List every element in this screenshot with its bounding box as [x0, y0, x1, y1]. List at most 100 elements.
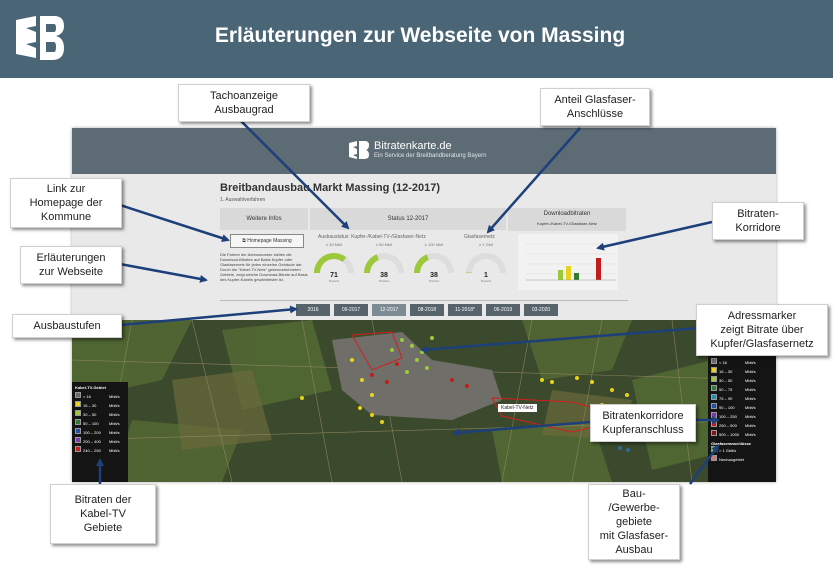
legend-row: 200 – 400 Mbit/s — [72, 437, 128, 446]
legend-swatch — [75, 428, 81, 434]
arrow-homepage — [119, 203, 230, 242]
legend-range: 250 – 500 — [719, 423, 737, 428]
callout-ausbau: Ausbaustufen — [12, 314, 122, 338]
chart-bar — [574, 273, 579, 280]
callout-adress-text: Adressmarker zeigt Bitrate über Kupfer/G… — [710, 310, 814, 350]
slide-title: Erläuterungen zur Webseite von Massing — [214, 24, 626, 47]
legend-unit: Mbit/s — [109, 439, 120, 444]
stage-tab[interactable]: 2016 — [296, 304, 330, 316]
slide-header — [0, 0, 833, 78]
legend-range: 100 – 200 — [83, 430, 101, 435]
legend-swatch — [75, 401, 81, 407]
gauge-value: 71 — [330, 272, 338, 279]
legend-glas-title: Glasfaseranschlüsse — [711, 441, 752, 446]
legend-unit: Mbit/s — [109, 448, 120, 453]
legend-row: 240 – 250 Mbit/s — [72, 446, 128, 455]
gauge-unit: Prozent — [428, 279, 440, 283]
legend-swatch — [75, 437, 81, 443]
tab-status[interactable]: Status 12-2017 — [310, 208, 506, 230]
legend-range: 200 – 400 — [83, 439, 101, 444]
tab-weitere-infos[interactable]: Weitere Infos — [220, 208, 308, 230]
kabel-tv-map-label: Kabel-TV-Netz — [498, 404, 537, 412]
legend-range: 50 – 75 — [719, 387, 733, 392]
arrow-gewerbe — [688, 444, 720, 485]
legend-glas-unit: Gbit/s — [725, 448, 737, 453]
callout-glas: Anteil Glasfaser- Anschlüsse — [540, 88, 650, 126]
divider — [220, 300, 628, 301]
legend-neubau-row: Neubaugebiet — [708, 455, 776, 464]
gauge-unit: Prozent — [328, 279, 340, 283]
gauge-header: Ausbaustatus: Kupfer-/Kabel-TV-/Glasfase… — [318, 234, 426, 240]
legend-range: 240 – 250 — [83, 448, 101, 453]
callout-homepage-text: Link zur Homepage der Kommune — [29, 183, 103, 223]
legend-unit: Mbit/s — [109, 394, 120, 399]
stage-tab[interactable]: 12-2017 — [372, 304, 406, 316]
legend-unit: Mbit/s — [745, 396, 756, 401]
site-logo-icon — [349, 141, 369, 159]
legend-unit: Mbit/s — [745, 432, 756, 437]
website-screenshot: Bitratenkarte.de Ein Service der Breitba… — [72, 128, 776, 482]
callout-kabeltv: Bitraten der Kabel-TV Gebiete — [50, 484, 156, 544]
legend-swatch — [711, 430, 717, 436]
legend-range: 100 – 250 — [719, 414, 737, 419]
stage-tab[interactable]: 06-2019 — [486, 304, 520, 316]
gauge-dial — [414, 253, 454, 274]
callout-adress: Adressmarker zeigt Bitrate über Kupfer/G… — [696, 304, 828, 356]
stage-tab[interactable]: 08-2018 — [410, 304, 444, 316]
callout-gewerbe: Bau- /Gewerbe- gebiete mit Glasfaser- Au… — [588, 484, 680, 560]
gauge-dial — [466, 253, 506, 274]
legend-swatch — [75, 446, 81, 452]
gauge-dial — [364, 253, 404, 274]
gauge-fill — [414, 254, 430, 274]
info-text: Die Farben der Adressmarker stellen die … — [220, 252, 308, 282]
legend-neubau-swatch — [711, 455, 717, 461]
legend-swatch — [75, 419, 81, 425]
legend-glas-range: > 1 — [719, 448, 725, 453]
legend-unit: Mbit/s — [109, 403, 120, 408]
legend-range: 16 – 30 — [719, 369, 733, 374]
legend-swatch — [711, 376, 717, 382]
callout-kupfer-text: Bitratenkorridore Kupferanschluss — [602, 410, 684, 436]
stage-tab[interactable]: 03-2020 — [524, 304, 558, 316]
callout-homepage: Link zur Homepage der Kommune — [10, 178, 122, 228]
gauge-value: 38 — [430, 272, 438, 279]
legend-swatch — [75, 392, 81, 398]
legend-swatch — [711, 403, 717, 409]
stage-tab[interactable]: 09-2017 — [334, 304, 368, 316]
stage-tab[interactable]: 11-2018* — [448, 304, 482, 316]
callout-glas-text: Anteil Glasfaser- Anschlüsse — [554, 94, 636, 120]
callout-tacho: Tachoanzeige Ausbaugrad — [178, 84, 310, 122]
callout-kupfer: Bitratenkorridore Kupferanschluss — [590, 404, 696, 442]
legend-unit: Mbit/s — [109, 412, 120, 417]
legend-swatch — [711, 385, 717, 391]
legend-range: 90 – 100 — [719, 405, 735, 410]
callout-gewerbe-text: Bau- /Gewerbe- gebiete mit Glasfaser- Au… — [599, 488, 669, 556]
legend-swatch — [711, 394, 717, 400]
arrow-kupfer — [452, 420, 591, 437]
legend-range: 30 – 50 — [719, 378, 733, 383]
homepage-button[interactable]: ⧉ Homepage Massing — [230, 234, 304, 248]
arrow-erlaeuterungen — [119, 262, 208, 283]
site-header — [72, 128, 776, 174]
arrow-korridore — [596, 220, 713, 251]
gauge-unit: Prozent — [378, 279, 390, 283]
legend-range: 50 – 100 — [83, 421, 99, 426]
page-subtitle: 1. Auswahlverfahren — [220, 197, 266, 203]
legend-row: < 16 Mbit/s — [72, 392, 128, 401]
tab-downloadbitraten[interactable]: Downloadbitraten Kupfer-/Kabel-TV-/Glasf… — [508, 208, 626, 231]
legend-range: < 16 — [83, 394, 91, 399]
